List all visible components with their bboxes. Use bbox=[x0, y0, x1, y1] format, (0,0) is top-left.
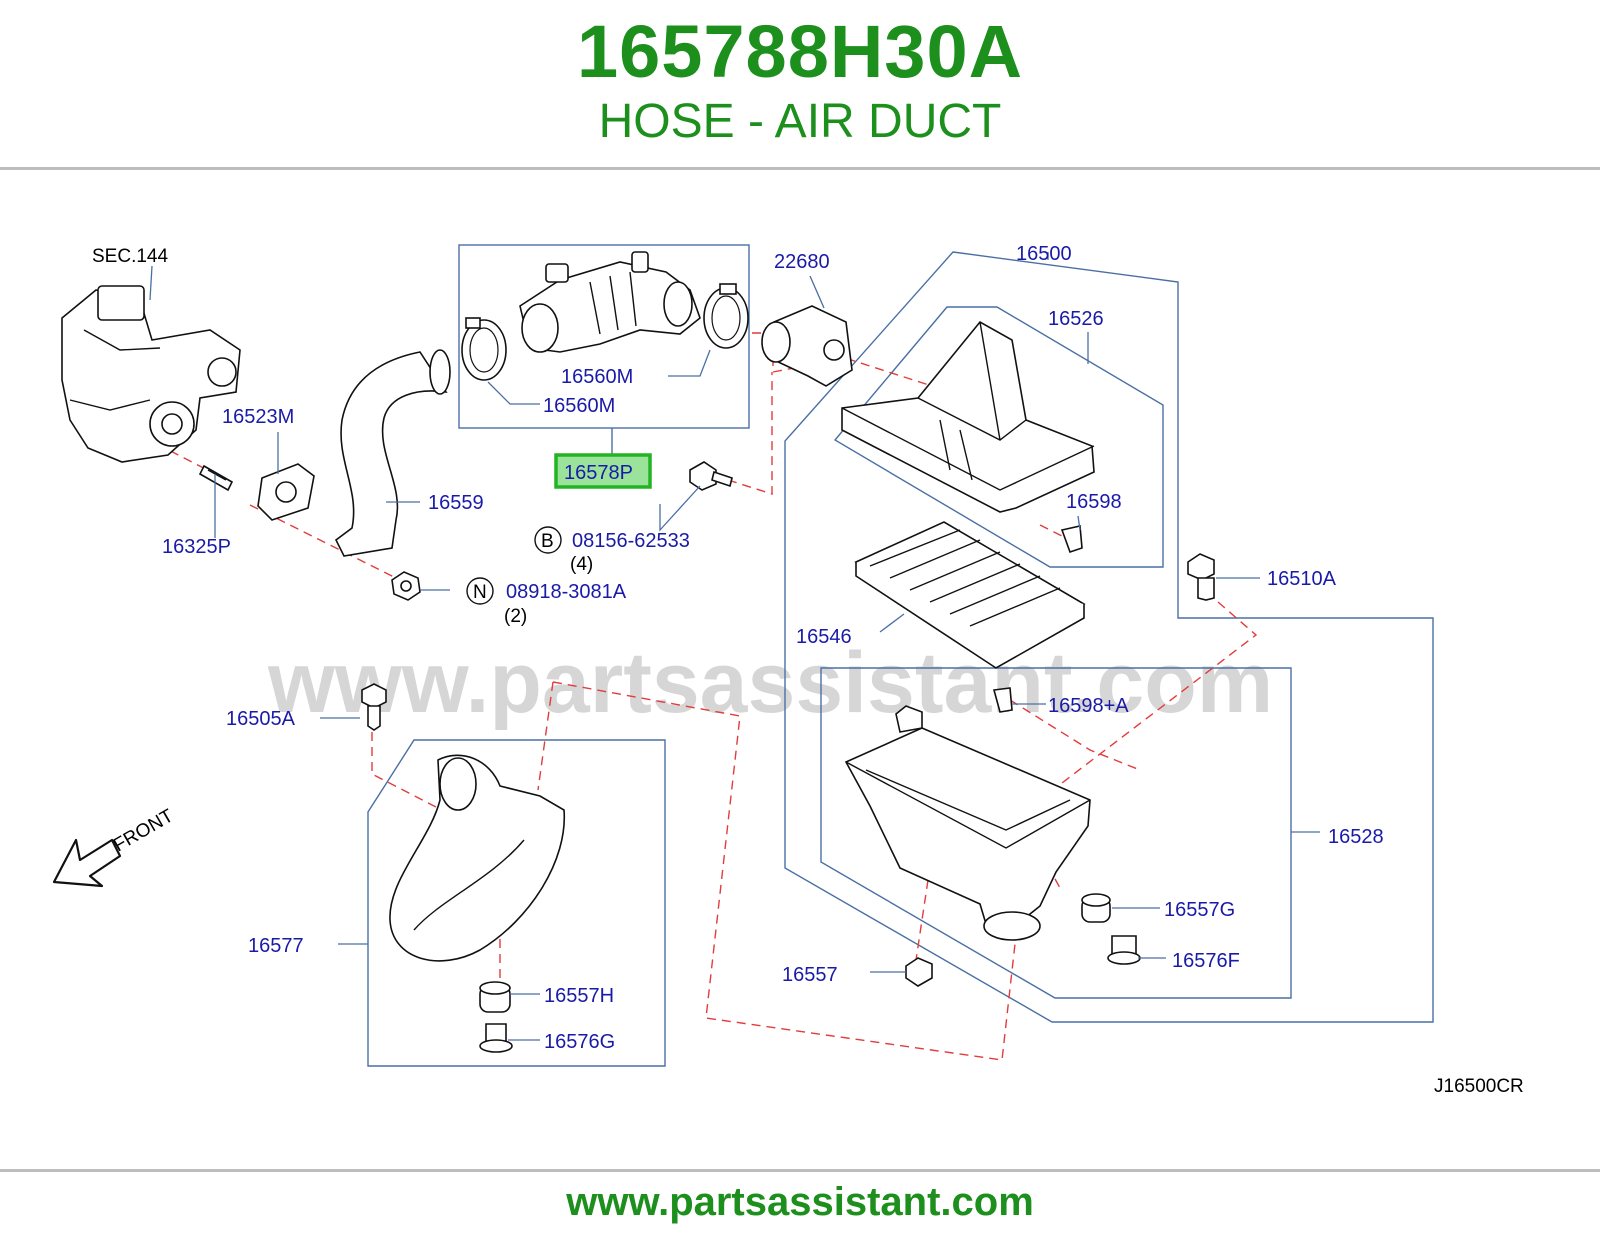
footer-divider bbox=[0, 1169, 1600, 1172]
adapter-22680-drawing bbox=[761, 305, 853, 387]
callout-16546[interactable]: 16546 bbox=[796, 626, 852, 648]
leader-line bbox=[659, 485, 701, 532]
callout-08918-code: N bbox=[473, 582, 487, 603]
front-direction-arrow-icon bbox=[52, 838, 122, 888]
leader-line bbox=[1077, 515, 1081, 531]
grommet-16557g-drawing bbox=[1081, 893, 1111, 923]
callout-16557h[interactable]: 16557H bbox=[544, 985, 614, 1007]
callout-16557[interactable]: 16557 bbox=[782, 964, 838, 986]
callout-16325p[interactable]: 16325P bbox=[162, 536, 231, 558]
nut-08918-drawing bbox=[391, 571, 421, 601]
group-box-resonator bbox=[367, 739, 666, 1067]
dash-line bbox=[1019, 601, 1258, 889]
callout-16560m-upper[interactable]: 16560M bbox=[561, 366, 633, 388]
clip-16598-drawing bbox=[1060, 525, 1083, 554]
header-divider bbox=[0, 167, 1600, 170]
callout-08156-62533[interactable]: 08156-62533 bbox=[572, 530, 690, 552]
callout-16578p[interactable]: 16578P bbox=[564, 462, 633, 484]
dash-line bbox=[249, 504, 401, 581]
bushing-16576g-drawing bbox=[479, 1023, 513, 1053]
footer-site-link[interactable]: www.partsassistant.com bbox=[566, 1180, 1034, 1224]
callout-16505a[interactable]: 16505A bbox=[226, 708, 296, 730]
callout-16523m[interactable]: 16523M bbox=[222, 406, 294, 428]
dash-line bbox=[752, 332, 961, 396]
clamp-16560m-left-drawing bbox=[461, 317, 507, 381]
group-box-upper-case bbox=[833, 306, 1164, 568]
part-name-subtitle: HOSE - AIR DUCT bbox=[598, 95, 1002, 148]
watermark-text: www.partsassistant.com bbox=[267, 635, 1273, 731]
callout-16500[interactable]: 16500 bbox=[1016, 243, 1072, 265]
callout-08918-3081a[interactable]: 08918-3081A bbox=[506, 581, 627, 603]
callout-08156-code: B bbox=[541, 531, 554, 552]
dash-line bbox=[1009, 699, 1141, 771]
code-circle-n-icon bbox=[466, 577, 494, 605]
clip-16598a-drawing bbox=[992, 687, 1013, 713]
section-ref-label: SEC.144 bbox=[92, 246, 168, 267]
dash-line bbox=[915, 879, 929, 961]
group-box-air-cleaner bbox=[784, 251, 1434, 1023]
callout-16510a[interactable]: 16510A bbox=[1267, 568, 1337, 590]
callout-16526[interactable]: 16526 bbox=[1048, 308, 1104, 330]
callout-16528[interactable]: 16528 bbox=[1328, 826, 1384, 848]
callout-16598[interactable]: 16598 bbox=[1066, 491, 1122, 513]
dash-line bbox=[1039, 524, 1071, 541]
grommet-16557-drawing bbox=[905, 957, 933, 987]
leader-line bbox=[809, 275, 825, 309]
dash-line bbox=[537, 681, 554, 791]
callout-08918-qty: (2) bbox=[504, 606, 527, 627]
dash-line bbox=[156, 443, 216, 475]
resonator-16577-drawing bbox=[389, 754, 566, 962]
stud-16325p-drawing bbox=[198, 464, 234, 492]
bolt-16505a-drawing bbox=[361, 683, 387, 731]
part-number-title: 165788H30A bbox=[576, 10, 1024, 93]
leader-line bbox=[149, 265, 153, 301]
grommet-16557h-drawing bbox=[479, 981, 511, 1013]
bolt-16510a-drawing bbox=[1187, 553, 1215, 601]
callout-16577[interactable]: 16577 bbox=[248, 935, 304, 957]
callout-16598a[interactable]: 16598+A bbox=[1048, 695, 1129, 717]
group-box-lower-case bbox=[820, 667, 1292, 999]
filter-16546-drawing bbox=[854, 521, 1086, 669]
code-circle-b-icon bbox=[534, 526, 562, 554]
upper-case-16526-drawing bbox=[841, 320, 1095, 513]
callout-16576g[interactable]: 16576G bbox=[544, 1031, 615, 1053]
gasket-16523m-drawing bbox=[257, 463, 315, 521]
leader-line bbox=[879, 613, 905, 633]
dash-line bbox=[552, 681, 1017, 1061]
callout-16560m-lower[interactable]: 16560M bbox=[543, 395, 615, 417]
callout-16557g[interactable]: 16557G bbox=[1164, 899, 1235, 921]
bushing-16576f-drawing bbox=[1107, 935, 1141, 965]
leader-line bbox=[487, 381, 540, 405]
leader-line bbox=[668, 349, 711, 377]
pipe-16559-drawing bbox=[334, 349, 451, 557]
clamp-16560m-right-drawing bbox=[703, 283, 749, 349]
air-duct-hose-drawing bbox=[519, 251, 701, 353]
callout-22680[interactable]: 22680 bbox=[774, 251, 830, 273]
front-label: FRONT bbox=[110, 805, 178, 856]
dash-line bbox=[727, 372, 773, 495]
callout-08156-qty: (4) bbox=[570, 554, 593, 575]
callout-16559[interactable]: 16559 bbox=[428, 492, 484, 514]
callout-16576f[interactable]: 16576F bbox=[1172, 950, 1240, 972]
turbocharger-drawing bbox=[61, 285, 241, 463]
highlight-box-16578p[interactable] bbox=[554, 453, 652, 489]
bolt-08156-drawing bbox=[689, 461, 733, 491]
lower-case-16528-drawing bbox=[844, 705, 1091, 941]
group-box-air-duct bbox=[458, 244, 750, 429]
diagram-reference-code: J16500CR bbox=[1434, 1076, 1524, 1097]
